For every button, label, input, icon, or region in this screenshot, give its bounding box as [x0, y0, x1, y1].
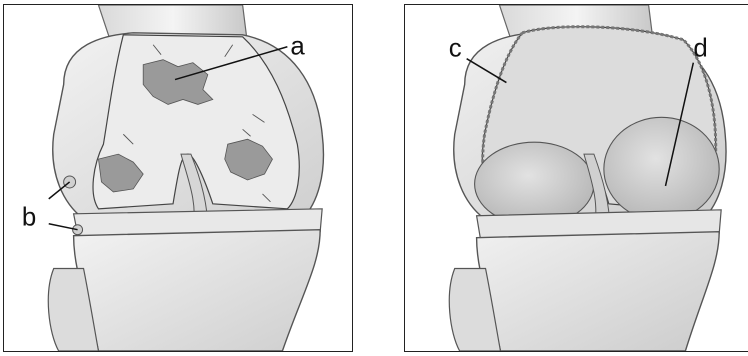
label-a: a — [290, 33, 305, 61]
label-d: d — [693, 35, 707, 63]
knee-illustration-right: c d — [404, 4, 748, 352]
tibia — [477, 232, 720, 351]
tibia — [74, 230, 321, 351]
right-knee-drawing: c d — [405, 5, 748, 351]
lateral-condyle — [604, 117, 719, 220]
label-c: c — [449, 35, 462, 63]
label-b: b — [22, 204, 36, 232]
knee-illustration-left: a b — [3, 4, 353, 352]
left-knee-drawing: a b — [4, 5, 352, 351]
